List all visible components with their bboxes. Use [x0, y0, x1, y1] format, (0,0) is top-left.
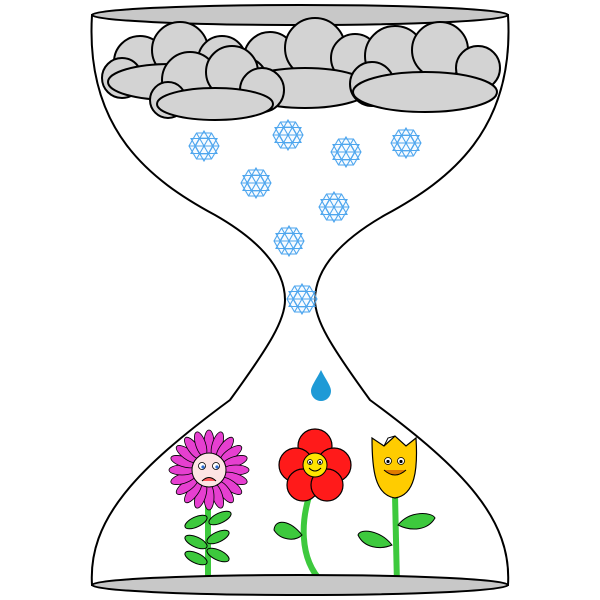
snowflake-icon	[240, 167, 272, 199]
petals	[168, 429, 250, 511]
stem	[392, 492, 400, 588]
cloud-icon	[349, 21, 501, 113]
raindrop-icon	[311, 370, 331, 401]
snowflake-icon	[188, 130, 220, 162]
yellow-tulip-flower	[357, 435, 436, 588]
leaf-icon	[397, 513, 436, 530]
snowflake-icon	[318, 191, 350, 223]
snowflake-icon	[273, 225, 305, 257]
tulip-bloom	[371, 435, 418, 499]
leaf-icon	[273, 521, 303, 540]
red-flower	[273, 428, 352, 585]
petals	[278, 428, 352, 502]
snowflake-icon	[390, 127, 422, 159]
pink-daisy-flower	[168, 429, 250, 588]
hourglass-bottom-cap	[91, 574, 509, 596]
snowflake-icon	[272, 119, 304, 151]
flower-face	[191, 452, 227, 488]
snowflake-icon	[330, 136, 362, 168]
leaf-icon	[184, 510, 232, 566]
leaf-icon	[357, 530, 393, 548]
flower-face	[302, 452, 328, 478]
snowflake-icon	[286, 283, 318, 315]
cloud-icon	[149, 45, 285, 121]
